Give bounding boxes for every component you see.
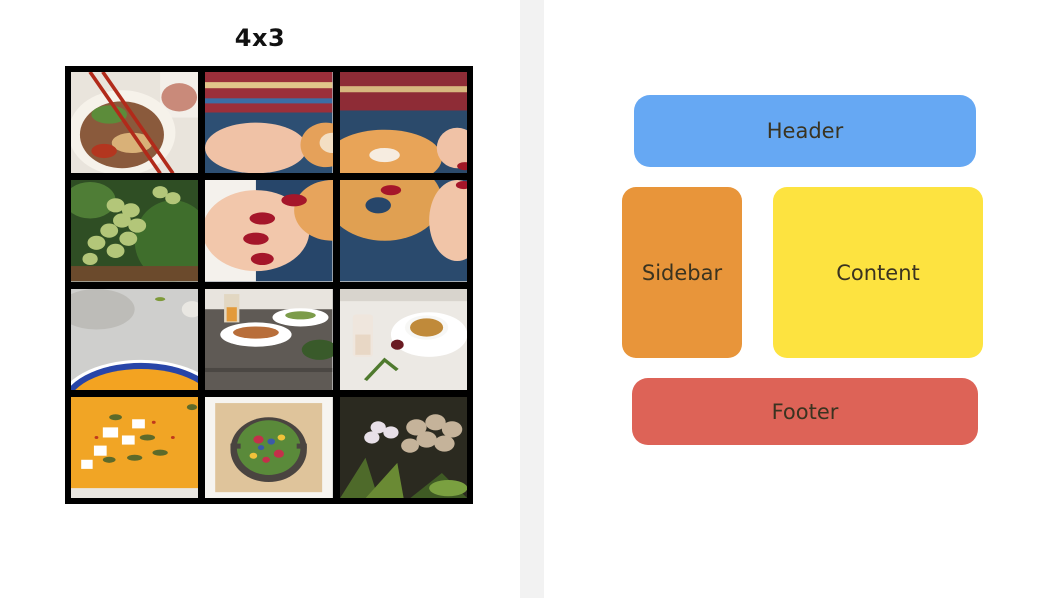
photo-tile-market-vegetables [339, 396, 467, 498]
grid-title: 4x3 [234, 24, 286, 52]
panel-divider [520, 0, 544, 598]
photo-tile-donut-bottom [339, 180, 467, 282]
photo-tile-soup-bowl-bottom [71, 396, 199, 498]
layout-diagram-panel: Header Sidebar Content Footer [544, 0, 1064, 598]
photo-tile-hand-nails [205, 180, 333, 282]
photo-tile-table-setting [205, 288, 333, 390]
sidebar-label: Sidebar [641, 260, 723, 285]
photo-tile-noodle-soup [71, 72, 199, 174]
sidebar-block: Sidebar [622, 187, 742, 358]
footer-label: Footer [771, 399, 839, 424]
footer-block: Footer [632, 378, 978, 445]
photo-tile-sweater-hands [205, 72, 333, 174]
photo-tile-donut-top [339, 72, 467, 174]
photo-tile-grapes [71, 180, 199, 282]
photo-grid-panel: 4x3 [0, 0, 520, 598]
content-block: Content [773, 187, 983, 358]
photo-tile-coffee-cup [339, 288, 467, 390]
photo-grid [65, 66, 473, 504]
photo-tile-salad-bowl [205, 396, 333, 498]
photo-tile-soup-bowl-top [71, 288, 199, 390]
content-label: Content [836, 260, 920, 285]
header-block: Header [634, 95, 976, 167]
header-label: Header [766, 119, 844, 143]
